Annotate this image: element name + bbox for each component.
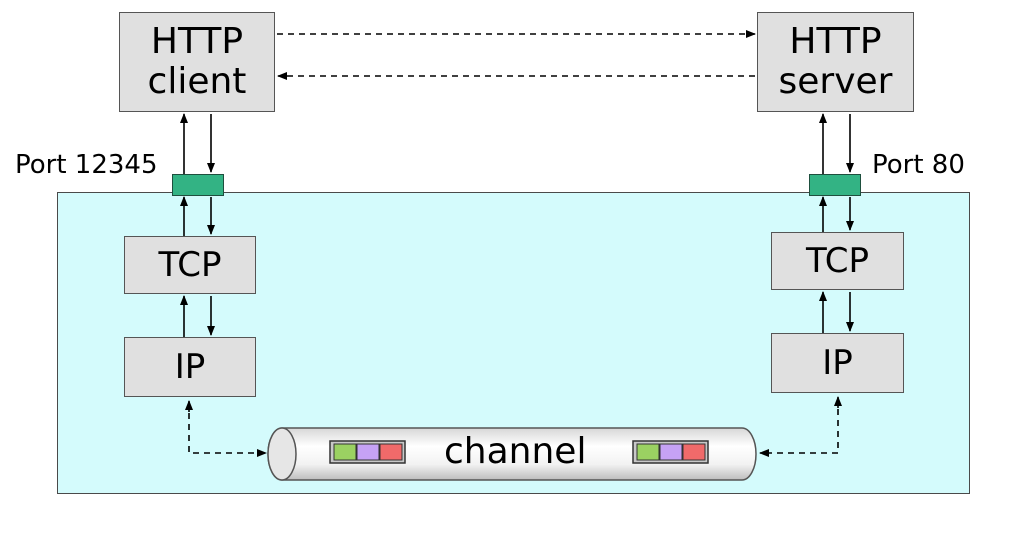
http-server-box: HTTP server	[757, 12, 914, 112]
http-server-line2: server	[778, 61, 893, 102]
client-stack-arrows	[180, 113, 215, 337]
http-logical-arrows	[277, 30, 756, 80]
http-client-line2: client	[147, 61, 247, 102]
packet-left	[329, 440, 406, 464]
client-tcp-label: TCP	[158, 245, 222, 285]
server-stack-arrows	[819, 113, 854, 333]
ip-channel-links	[185, 396, 842, 457]
server-ip-to-channel-link	[759, 398, 839, 457]
packet-right	[632, 440, 709, 464]
http-client-box: HTTP client	[119, 12, 275, 112]
server-tcp-label: TCP	[805, 241, 870, 281]
client-ip-label: IP	[174, 347, 206, 387]
client-ip-box: IP	[124, 337, 256, 397]
client-port-label: Port 12345	[15, 150, 158, 180]
client-tcp-box: TCP	[124, 236, 256, 294]
http-client-line1: HTTP	[150, 21, 244, 62]
server-ip-box: IP	[771, 333, 904, 393]
server-port	[809, 174, 861, 196]
server-port-label: Port 80	[872, 150, 965, 180]
http-server-line1: HTTP	[789, 21, 882, 62]
server-ip-label: IP	[822, 343, 853, 383]
server-tcp-box: TCP	[771, 232, 904, 290]
channel-label: channel	[444, 431, 587, 472]
client-port	[172, 174, 224, 196]
client-ip-to-channel-link	[188, 402, 267, 457]
channel-pipe-left-end	[267, 427, 297, 481]
